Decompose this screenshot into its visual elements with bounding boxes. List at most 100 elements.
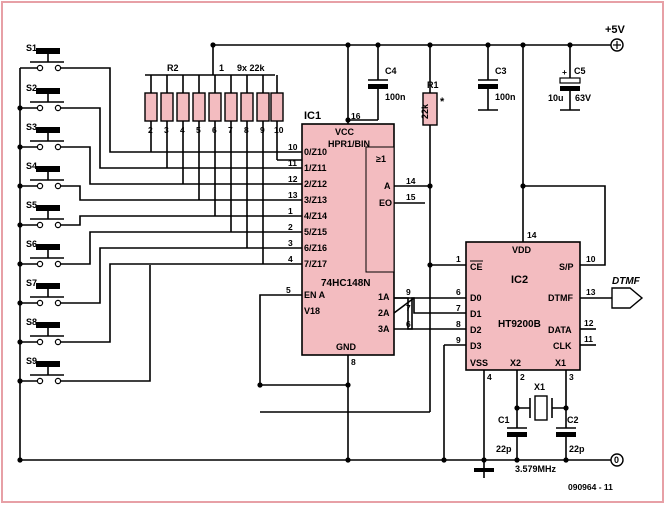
- ic2-d2: D2: [470, 325, 482, 335]
- switch-label: S9: [26, 356, 37, 366]
- ic2-x2-label: X2: [510, 358, 521, 368]
- switch-wire: [61, 231, 302, 265]
- ic1-ena-label: EN A: [304, 290, 326, 300]
- junction-dot: [17, 457, 23, 463]
- ic2-d1-pin: 7: [456, 303, 461, 313]
- junction-dot: [514, 457, 520, 463]
- ic2-ht9200b: VDD IC2 HT9200B CE D0 D1 D2 D3 S/P DTMF …: [430, 45, 612, 478]
- ic1-1a-pin: 9: [406, 287, 411, 297]
- junction-dot: [427, 262, 433, 268]
- ic1-eo-label: EO: [379, 198, 392, 208]
- switch-s4: S4: [20, 161, 64, 190]
- junction-dot: [17, 144, 23, 150]
- junction-dot: [441, 457, 447, 463]
- switch-wire: [61, 263, 302, 343]
- junction-dot: [257, 382, 263, 388]
- frame-border: [1, 1, 664, 503]
- junction-dot: [17, 105, 23, 111]
- ic2-vss-label: VSS: [470, 358, 488, 368]
- switch-s5: S5: [20, 200, 64, 229]
- ic2-data-pin: 12: [584, 318, 594, 328]
- c4-value: 100n: [385, 92, 406, 102]
- switch-wire: [61, 107, 302, 169]
- switch-wire: [61, 185, 302, 201]
- junction-dot: [345, 457, 351, 463]
- ic2-ref: IC2: [511, 274, 528, 286]
- ic1-vcc-pin: 16: [351, 111, 361, 121]
- ic1-input-label: 0/Z10: [304, 147, 327, 157]
- ic2-d3: D3: [470, 341, 482, 351]
- ic1-input-pin: 3: [288, 238, 293, 248]
- r1-label: R1: [427, 80, 439, 90]
- figure-id: 090964 - 11: [568, 482, 613, 492]
- ic2-clk-pin: 11: [584, 334, 593, 344]
- ic1-ref: IC1: [304, 110, 321, 122]
- c5-label: C5: [574, 66, 586, 76]
- switch-wire: [61, 265, 151, 382]
- ic1-input-label: 2/Z12: [304, 179, 327, 189]
- switch-label: S3: [26, 122, 37, 132]
- junction-dot: [17, 261, 23, 267]
- switch-s8: S8: [20, 317, 64, 346]
- ic1-input-label: 4/Z14: [304, 211, 327, 221]
- ic1-eo-pin: 15: [406, 192, 416, 202]
- switch-label: S5: [26, 200, 37, 210]
- svg-text:+: +: [562, 67, 567, 77]
- r1-mark: *: [440, 96, 445, 108]
- junction-dot: [17, 183, 23, 189]
- junction-dot: [345, 117, 351, 123]
- junction-dot: [520, 42, 526, 48]
- ic1-input-label: 3/Z13: [304, 195, 327, 205]
- capacitor-c4: C4 100n: [348, 45, 406, 121]
- ic2-d0-pin: 6: [456, 287, 461, 297]
- switch-s6: S6: [20, 239, 64, 268]
- switch-s2: S2: [20, 83, 64, 112]
- switch-wire: [61, 215, 302, 226]
- c2-value: 22p: [569, 444, 585, 454]
- ic1-3a-pin: 6: [406, 319, 411, 329]
- ic2-d3-pin: 9: [456, 335, 461, 345]
- ic1-mode: HPR1/BIN: [328, 139, 370, 149]
- c3-value: 100n: [495, 92, 516, 102]
- junction-dot: [563, 405, 569, 411]
- junction-dot: [17, 222, 23, 228]
- c1-value: 22p: [496, 444, 512, 454]
- switch-label: S2: [26, 83, 37, 93]
- junction-dot: [345, 382, 351, 388]
- ic1-input-pin: 10: [288, 142, 298, 152]
- switch-label: S1: [26, 43, 37, 53]
- r2-pin: 10: [274, 125, 284, 135]
- ic1-2a-pin: 7: [406, 303, 411, 313]
- crystal-x1: X1 3.579MHz: [515, 382, 557, 474]
- junction-dot: [520, 183, 526, 189]
- ic2-x1-label: X1: [555, 358, 566, 368]
- switch-s9: S9: [20, 356, 64, 385]
- c3-label: C3: [495, 66, 507, 76]
- r1-value: 22k: [420, 103, 430, 119]
- ic2-sp-pin: 10: [586, 254, 596, 264]
- dtmf-out-label: DTMF: [612, 276, 641, 287]
- resistor-r1: R1 22k *: [260, 45, 445, 413]
- ic1-input-label: 6/Z16: [304, 243, 327, 253]
- ic2-d0: D0: [470, 293, 482, 303]
- junction-dot: [514, 405, 520, 411]
- switch-label: S6: [26, 239, 37, 249]
- zero-terminal: 0: [610, 453, 624, 467]
- junction-dot: [567, 42, 573, 48]
- ic2-part: HT9200B: [498, 319, 541, 330]
- plus5v-terminal: +5V: [605, 24, 626, 52]
- ic2-d2-pin: 8: [456, 319, 461, 329]
- ic2-vdd-label: VDD: [512, 245, 532, 255]
- ic2-data-label: DATA: [548, 325, 572, 335]
- dtmf-output-arrow: DTMF: [611, 276, 644, 309]
- c4-label: C4: [385, 66, 397, 76]
- switch-wire: [61, 67, 302, 153]
- ic2-dtmf-pin: 13: [586, 287, 596, 297]
- junction-dot: [427, 183, 433, 189]
- junction-dot: [563, 457, 569, 463]
- c2-label: C2: [567, 415, 579, 425]
- ic1-out-1a: 1A: [378, 292, 390, 302]
